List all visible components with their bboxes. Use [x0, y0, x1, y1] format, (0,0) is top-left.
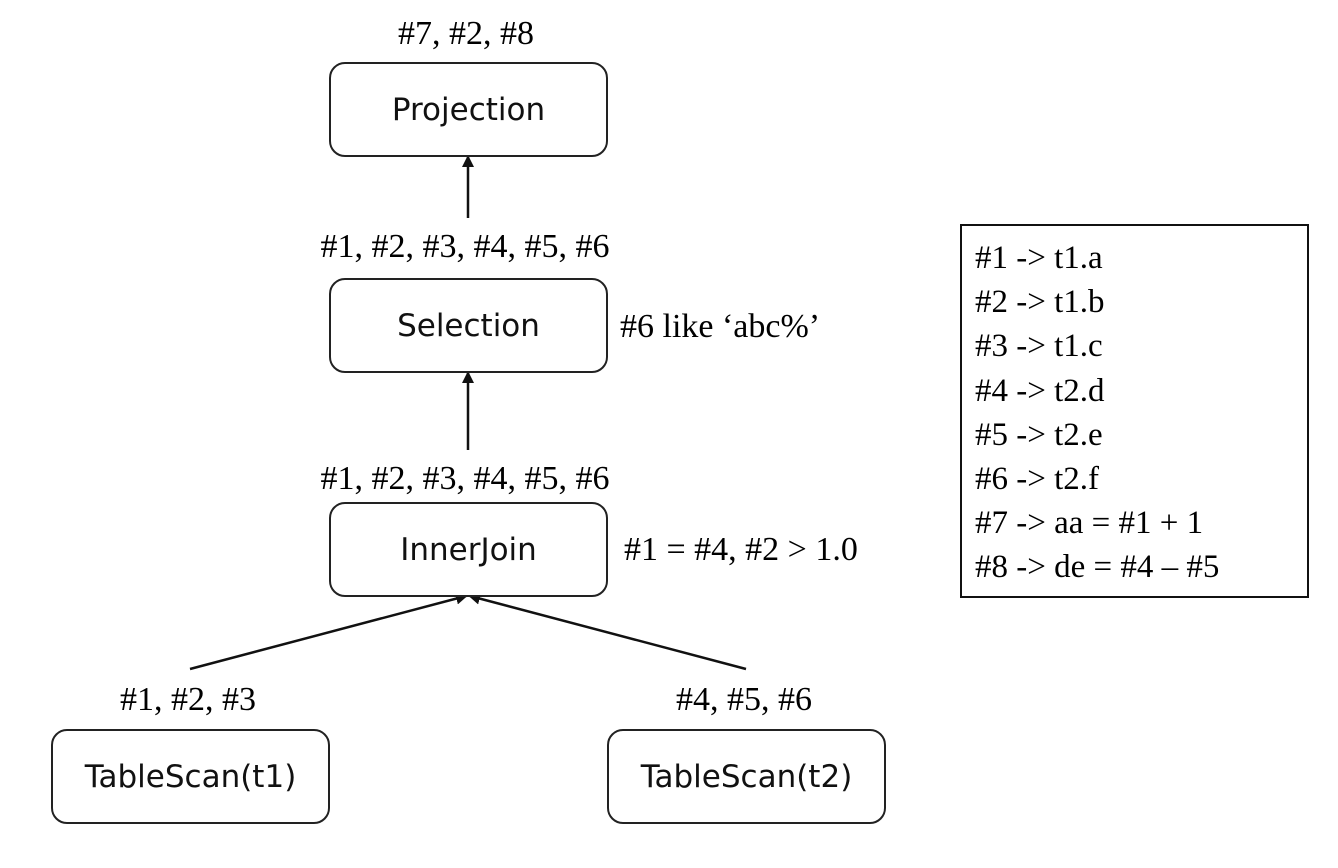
tablescan-t2-label: TableScan(t2) — [640, 758, 853, 795]
tablescan-t2-columns: #4, #5, #6 — [676, 681, 812, 718]
tablescan-t1-node[interactable]: TableScan(t1) — [51, 729, 330, 824]
legend-item: #6 -> t2.f — [975, 461, 1100, 498]
innerjoin-label: InnerJoin — [400, 531, 537, 568]
legend-item: #8 -> de = #4 – #5 — [975, 549, 1220, 586]
innerjoin-node[interactable]: InnerJoin — [329, 502, 608, 597]
legend-item: #7 -> aa = #1 + 1 — [975, 505, 1204, 542]
selection-columns: #1, #2, #3, #4, #5, #6 — [320, 228, 610, 265]
innerjoin-condition: #1 = #4, #2 > 1.0 — [624, 531, 858, 568]
tablescan-t1-columns: #1, #2, #3 — [120, 681, 256, 718]
innerjoin-columns: #1, #2, #3, #4, #5, #6 — [320, 460, 610, 497]
selection-condition: #6 like ‘abc%’ — [620, 308, 821, 345]
tablescan-t2-node[interactable]: TableScan(t2) — [607, 729, 886, 824]
legend-item: #3 -> t1.c — [975, 328, 1103, 365]
column-mapping-legend: #1 -> t1.a #2 -> t1.b #3 -> t1.c #4 -> t… — [960, 224, 1309, 598]
legend-item: #4 -> t2.d — [975, 372, 1105, 409]
selection-node[interactable]: Selection — [329, 278, 608, 373]
projection-columns: #7, #2, #8 — [398, 15, 534, 52]
legend-item: #1 -> t1.a — [975, 240, 1103, 276]
tablescan-t1-label: TableScan(t1) — [84, 758, 297, 795]
edge-tablescan-t1-to-innerjoin — [189, 592, 468, 671]
projection-label: Projection — [391, 91, 546, 128]
edge-tablescan-t2-to-innerjoin — [468, 592, 747, 671]
legend-item: #5 -> t2.e — [975, 416, 1103, 453]
selection-label: Selection — [397, 307, 540, 344]
legend-item: #2 -> t1.b — [975, 284, 1105, 321]
projection-node[interactable]: Projection — [329, 62, 608, 157]
